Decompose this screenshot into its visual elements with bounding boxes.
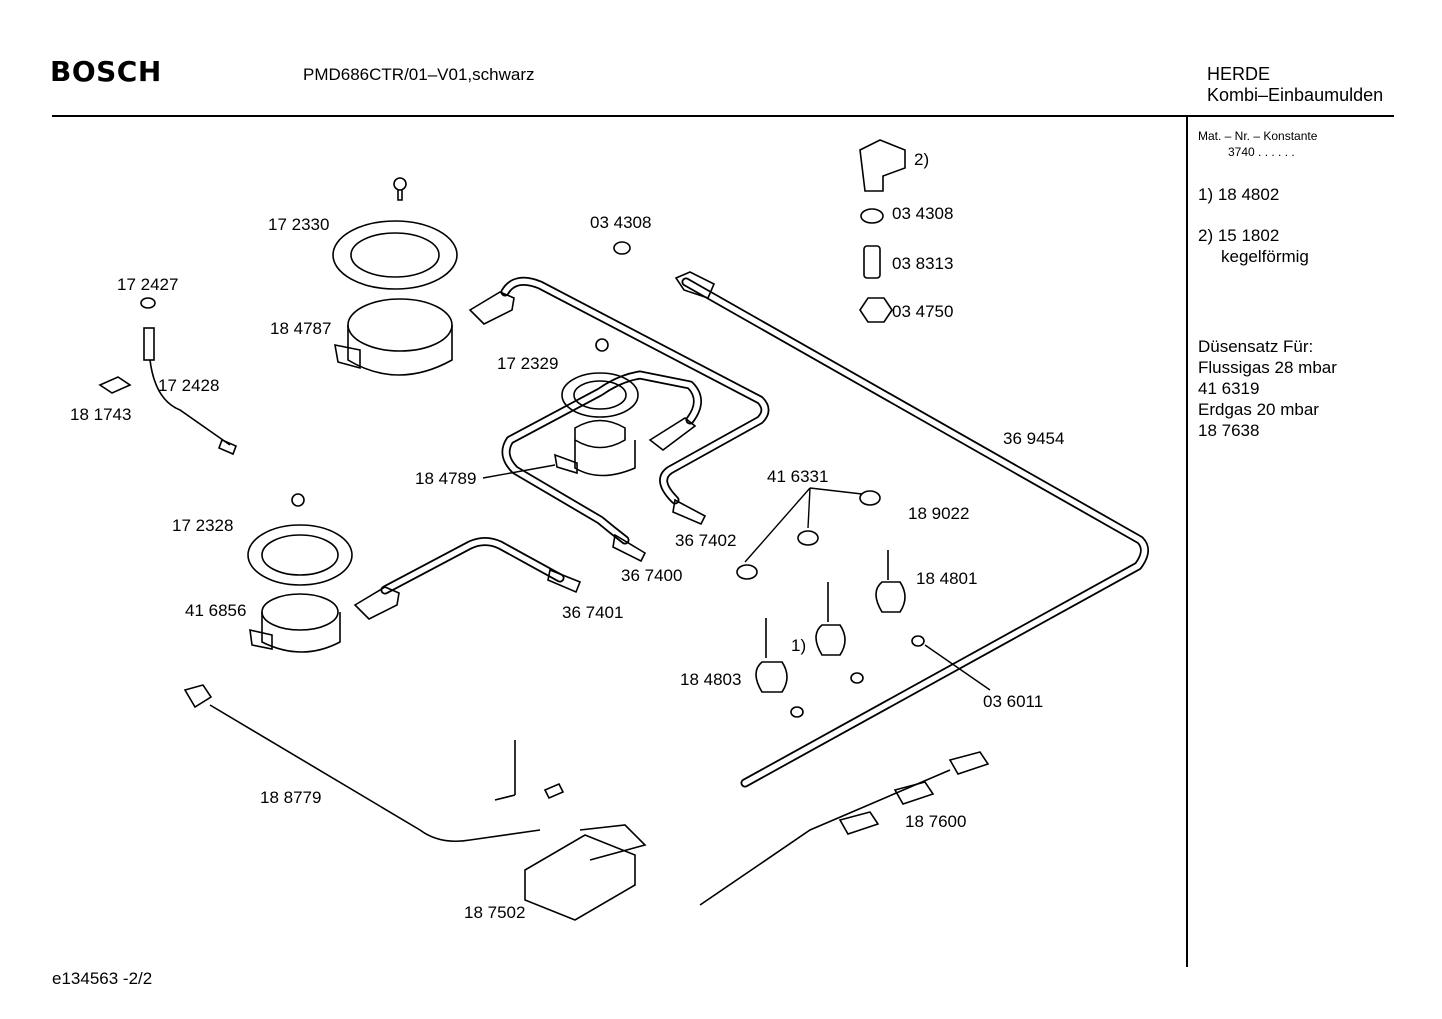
gas-pipe-369454 [674, 271, 1149, 788]
label-172330: 17 2330 [268, 215, 330, 234]
fittings-column [613, 139, 906, 323]
label-369454: 36 9454 [1003, 429, 1065, 448]
label-172329: 17 2329 [497, 354, 559, 373]
document-id: e134563 -2/2 [52, 969, 153, 988]
nozzle-line-4: 18 7638 [1198, 421, 1260, 440]
label-184787: 18 4787 [270, 319, 332, 338]
gas-valves [736, 490, 925, 718]
label-note-1: 1) [791, 636, 807, 655]
ignition-electrode-172428 [98, 297, 238, 456]
model-number: PMD686CTR/01–V01,schwarz [303, 65, 535, 84]
label-034308-b: 03 4308 [892, 204, 954, 223]
switch-harness-187600 [699, 751, 990, 906]
category-title: HERDE Kombi–Einbaumulden [1207, 64, 1383, 106]
label-416331: 41 6331 [767, 467, 829, 486]
burner-184789 [553, 338, 639, 477]
gas-pipe-lower [353, 537, 582, 620]
label-038313: 03 8313 [892, 254, 954, 273]
sidebar-divider [1186, 117, 1188, 967]
note-1: 1) 18 4802 [1198, 185, 1280, 204]
nozzle-line-2: 41 6319 [1198, 379, 1260, 398]
burner-416856 [247, 493, 353, 653]
label-367401: 36 7401 [562, 603, 624, 622]
label-184803: 18 4803 [680, 670, 742, 689]
label-184801: 18 4801 [916, 569, 978, 588]
gas-pipe-middle [501, 370, 702, 563]
nozzle-title: Düsensatz Für: [1198, 337, 1314, 356]
leader-lines [482, 464, 991, 691]
label-172328: 17 2328 [172, 516, 234, 535]
mat-label: Mat. – Nr. – Konstante [1198, 129, 1318, 143]
label-036011: 03 6011 [983, 692, 1044, 711]
nozzle-set: Düsensatz Für: Flussigas 28 mbar 41 6319… [1198, 336, 1337, 441]
label-189022: 18 9022 [908, 504, 970, 523]
category-line-2: Kombi–Einbaumulden [1207, 85, 1384, 105]
ignition-module-187502 [524, 824, 647, 921]
mat-value: 3740 . . . . . . [1228, 145, 1295, 159]
brand-logo: BOSCH [50, 55, 162, 88]
wiring-harness-188779 [183, 684, 565, 843]
label-416856: 41 6856 [185, 601, 247, 620]
category-line-1: HERDE [1207, 64, 1271, 84]
label-184789: 18 4789 [415, 469, 477, 488]
burner-184787 [332, 177, 458, 376]
label-367400: 36 7400 [621, 566, 683, 585]
label-367402: 36 7402 [675, 531, 737, 550]
label-172428: 17 2428 [158, 376, 220, 395]
note-2: 2) 15 1802 [1198, 226, 1280, 245]
label-181743: 18 1743 [70, 405, 132, 424]
nozzle-line-1: Flussigas 28 mbar [1198, 358, 1337, 377]
note-2-detail: kegelförmig [1221, 247, 1309, 266]
nozzle-line-3: Erdgas 20 mbar [1198, 400, 1319, 419]
label-172427: 17 2427 [117, 275, 179, 294]
header-rule [52, 115, 1394, 117]
label-034308-a: 03 4308 [590, 213, 652, 232]
label-187600: 18 7600 [905, 812, 967, 831]
label-note-2: 2) [914, 150, 930, 169]
label-187502: 18 7502 [464, 903, 526, 922]
gas-pipe-upper [468, 276, 770, 526]
label-034750: 03 4750 [892, 302, 954, 321]
label-188779: 18 8779 [260, 788, 322, 807]
